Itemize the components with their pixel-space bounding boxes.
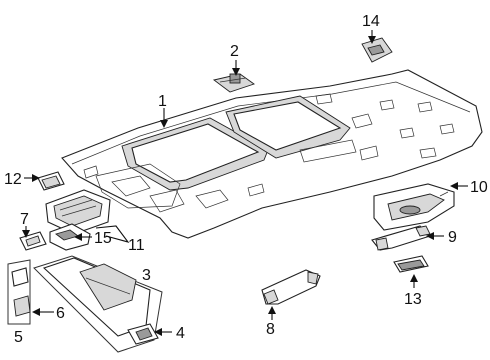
callout-9: 9: [448, 229, 457, 246]
leader-lines: [22, 30, 468, 336]
callout-labels: 1 2 3 4 5 6 7 8 9 10 11 12 13 14 15: [4, 13, 488, 346]
grab-handle-part-9: [371, 225, 432, 251]
overhead-console: [45, 189, 111, 235]
callout-10: 10: [470, 179, 488, 196]
callout-15: 15: [94, 230, 112, 247]
callout-11: 11: [128, 237, 145, 254]
parts-5-6-group: [7, 259, 31, 325]
headliner-panel: [61, 69, 483, 239]
lamp-part-12: [37, 171, 65, 191]
handle-bracket-part-10: [373, 183, 455, 231]
switch-panel-part-15: [49, 223, 91, 251]
callout-3: 3: [142, 267, 151, 284]
callout-7: 7: [20, 211, 29, 228]
callout-5: 5: [14, 329, 23, 346]
sun-visor-part-3: [33, 255, 163, 353]
callout-12: 12: [4, 171, 22, 188]
grab-handle-part-8: [261, 269, 321, 305]
callout-1: 1: [158, 93, 167, 110]
bracket-part-2: [212, 73, 255, 93]
callout-14: 14: [362, 13, 380, 30]
callout-13: 13: [404, 291, 422, 308]
visor-clip-part-4: [127, 323, 159, 345]
callout-8: 8: [266, 321, 275, 338]
clip-part-7: [19, 231, 47, 251]
callout-2: 2: [230, 43, 239, 60]
callout-6: 6: [56, 305, 65, 322]
callout-4: 4: [176, 325, 185, 342]
clip-part-14: [361, 37, 393, 63]
switch-part-13: [393, 255, 429, 273]
